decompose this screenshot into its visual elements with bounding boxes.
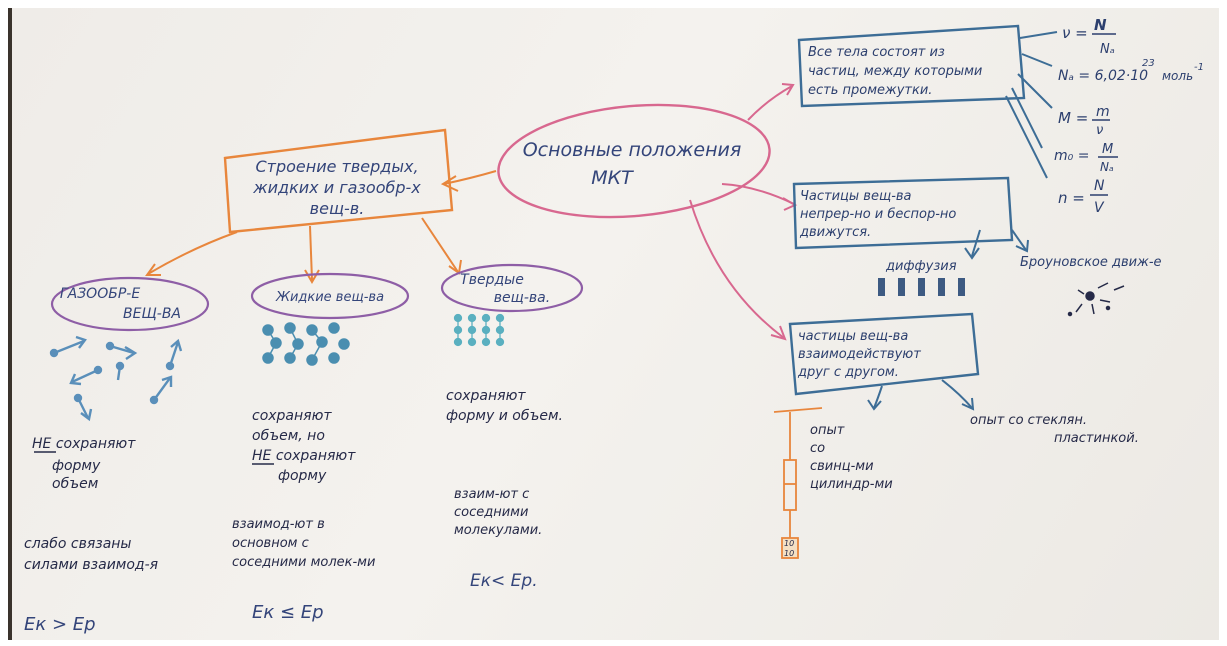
glass-line2: пластинкой.	[1054, 431, 1139, 446]
gas-label-node: ГАЗООБР-Е ВЕЩ-ВА	[50, 276, 210, 332]
formula-n-num: N	[1094, 178, 1105, 194]
formula-M-num: m	[1096, 104, 1110, 120]
pink-arrows	[689, 83, 798, 341]
liquid-bond-line1: взаимод-ют в	[232, 517, 325, 532]
lead-line2: со	[810, 441, 825, 456]
brownian-particle-sketch	[1067, 282, 1125, 317]
postulate-2-node: Частицы вещ-ва непрер-но и беспор-но дви…	[792, 176, 1014, 250]
diffusion-tubes-sketch	[878, 278, 965, 296]
solid-label-node: Твердые вещ-ва.	[440, 263, 584, 313]
gas-energy: Eк > Ep	[24, 614, 96, 635]
postulate-2-line2: непрер-но и беспор-но	[800, 207, 956, 222]
liquid-keep-line3: НЕ сохраняют	[252, 448, 356, 464]
liquid-energy: Eк ≤ Ep	[252, 602, 324, 623]
solid-label-line1: Твердые	[460, 272, 524, 288]
structure-line2: жидких и газообр-х	[252, 178, 421, 197]
liquid-bond-line2: основном с	[232, 536, 309, 551]
formula-M-den: ν	[1096, 123, 1103, 138]
liquid-label-node: Жидкие вещ-ва	[250, 272, 410, 320]
motion-arrows	[964, 229, 1029, 260]
gas-keep-line2: форму	[52, 458, 101, 474]
formula-nu-eq: ν =	[1062, 24, 1088, 42]
structure-line3: вещ-в.	[310, 199, 365, 218]
formula-nu-num: N	[1094, 16, 1107, 34]
brownian-block: Броуновское движ-е	[1020, 255, 1162, 317]
liquid-bond-line3: соседними молек-ми	[232, 555, 375, 570]
formula-m0-eq: m₀ =	[1054, 148, 1089, 164]
lead-cylinders-sketch	[773, 407, 823, 559]
formula-n-den: V	[1094, 200, 1105, 216]
solid-label-line2: вещ-ва.	[494, 290, 550, 306]
gas-label-line2: ВЕЩ-ВА	[123, 306, 181, 322]
formula-na-unit: моль	[1162, 69, 1193, 83]
solid-text: сохраняют форму и объем. взаим-ют с сосе…	[446, 388, 563, 591]
diffusion-block: диффузия	[878, 259, 965, 296]
liquid-text: сохраняют объем, но НЕ сохраняют форму в…	[232, 408, 375, 623]
lead-line1: опыт	[810, 423, 845, 438]
center-title-line2: МКТ	[591, 167, 634, 189]
glass-line1: опыт со стеклян.	[970, 413, 1087, 428]
postulate-3-line2: взаимодействуют	[798, 347, 921, 362]
gas-molecules-sketch	[49, 335, 183, 422]
solid-keep-line2: форму и объем.	[446, 408, 563, 424]
liquid-keep-line1: сохраняют	[252, 408, 332, 424]
center-node: Основные положения МКТ	[497, 103, 771, 219]
formula-n-eq: n =	[1058, 189, 1085, 207]
solid-keep-line1: сохраняют	[446, 388, 526, 404]
structure-line1: Строение твердых,	[255, 157, 418, 176]
postulate-1-line3: есть промежутки.	[808, 83, 932, 98]
postulate-2-line1: Частицы вещ-ва	[800, 189, 912, 204]
postulate-2-line3: движутся.	[799, 225, 871, 240]
brownian-label: Броуновское движ-е	[1020, 255, 1162, 270]
paper-sheet: Основные положения МКТ Строение твердых,…	[8, 8, 1219, 640]
formula-nu-den: Nₐ	[1100, 42, 1115, 57]
experiment-glass-text: опыт со стеклян. пластинкой.	[970, 413, 1139, 446]
postulate-3-node: частицы вещ-ва взаимодействуют друг с др…	[788, 312, 980, 396]
solid-bond-line1: взаим-ют с	[454, 487, 529, 502]
formulas: ν = N Nₐ Nₐ = 6,02·10 23 моль -1 M = m ν…	[1054, 16, 1204, 216]
postulate-1-node: Все тела состоят из частиц, между которы…	[797, 24, 1026, 108]
gas-label-line1: ГАЗООБР-Е	[60, 286, 140, 302]
gas-bond-line1: слабо связаны	[24, 536, 131, 552]
formula-arrows	[1005, 31, 1058, 179]
liquid-keep-line2: объем, но	[252, 428, 325, 444]
experiment-lead-text: опыт со свинц-ми цилиндр-ми	[810, 423, 893, 492]
postulate-1-line2: частиц, между которыми	[808, 64, 982, 79]
lead-line3: свинц-ми	[810, 459, 874, 474]
weight-label-bottom: 10	[784, 549, 794, 558]
liquid-keep-line4: форму	[278, 468, 327, 484]
formula-na: Nₐ = 6,02·10	[1058, 68, 1148, 84]
postulate-1-line1: Все тела состоят из	[808, 45, 945, 60]
postulate-3-line1: частицы вещ-ва	[798, 329, 908, 344]
liquid-molecules-sketch	[262, 322, 350, 366]
gas-keep-line1: НЕ сохраняют	[32, 436, 136, 452]
formula-na-unit-exp: -1	[1194, 62, 1204, 73]
structure-node: Строение твердых, жидких и газообр-х вещ…	[223, 128, 454, 234]
liquid-label: Жидкие вещ-ва	[275, 290, 384, 305]
gas-bond-line2: силами взаимод-я	[24, 557, 158, 573]
diffusion-label: диффузия	[885, 259, 957, 274]
mind-map: Основные положения МКТ Строение твердых,…	[24, 16, 1204, 635]
solid-energy: Eк< Ep.	[470, 571, 538, 591]
solid-bond-line3: молекулами.	[454, 523, 542, 538]
gas-keep-line3: объем	[52, 476, 99, 492]
formula-M-eq: M =	[1058, 109, 1088, 127]
formula-na-exp: 23	[1142, 58, 1155, 69]
formula-m0-den: Nₐ	[1100, 160, 1114, 174]
experiment-arrows	[867, 379, 975, 411]
solid-bond-line2: соседними	[454, 505, 528, 520]
postulate-3-line3: друг с другом.	[797, 365, 899, 380]
weight-label-top: 10	[784, 539, 794, 548]
formula-m0-num: M	[1102, 142, 1113, 157]
lead-line4: цилиндр-ми	[810, 477, 893, 492]
gas-text: НЕ сохраняют форму объем слабо связаны с…	[24, 436, 158, 635]
solid-molecules-sketch	[453, 313, 505, 347]
center-title-line1: Основные положения	[523, 139, 742, 161]
